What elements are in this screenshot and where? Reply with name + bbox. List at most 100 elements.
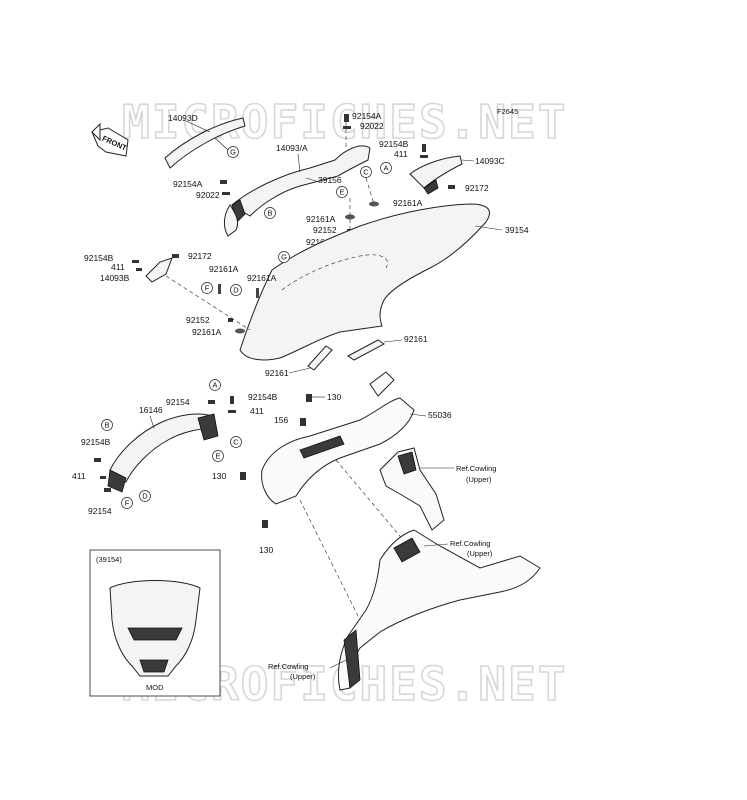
callout-a-1-text: A [383,164,388,173]
part-14093c [409,155,463,189]
label-92154b-lower: 92154B [81,437,111,447]
stay-55036 [261,397,415,505]
collar-92152-low [228,318,233,322]
bolt-92154a-top [344,114,349,122]
label-92172-left: 92172 [188,251,212,261]
strip-92161-right [347,339,385,361]
callout-b-1-text: B [267,209,272,218]
mount-14093a-left [223,204,239,237]
ref1-line2: (Upper) [466,475,492,484]
bracket-16146-mount-top [197,413,219,441]
bolt-92154b-lower [94,458,101,462]
callout-d-1 [230,284,242,296]
ref3-line2: (Upper) [290,672,316,681]
callout-c-1-text: C [363,168,369,177]
callout-d-1-text: D [233,286,239,295]
label-92161a-f: 92161A [209,264,239,274]
inset-footer: MOD [146,683,164,692]
cowling-bracket-ref1-shade [397,451,417,475]
callout-a-2-text: A [212,381,217,390]
callout-f-2-text: F [125,499,130,508]
callout-f-2 [121,497,133,509]
label-92172-right: 92172 [465,183,489,193]
label-92154-bracket: 92154 [166,397,190,407]
label-92161a-d: 92161A [247,273,277,283]
label-92152-low: 92152 [186,315,210,325]
label-14093a: 14093/A [276,143,308,153]
callout-e-2 [212,450,224,462]
washer-411-lower [100,476,106,479]
label-92152-mid: 92152 [313,225,337,235]
label-39156: 39156 [318,175,342,185]
callout-e-2-text: E [215,452,220,461]
bolt-156 [300,418,306,426]
part-14093c-shade [423,179,439,195]
callout-b-2 [101,419,113,431]
callout-a-2 [209,379,221,391]
figure-code: F2645 [497,107,518,116]
ref1-line1: Ref.Cowling [456,464,496,473]
callout-c-1 [360,166,372,178]
bracket-14093a [231,145,371,217]
grommet-92161a-low [235,328,245,334]
label-92154a-left: 92154A [173,179,203,189]
front-arrow-icon: FRONT [91,122,129,157]
stay-55036-detail [299,435,345,459]
label-130-a: 130 [327,392,341,402]
label-156: 156 [274,415,288,425]
screw-92172-right [448,185,455,189]
label-92161-low: 92161 [265,368,289,378]
ref2-line1: Ref.Cowling [450,539,490,548]
callout-c-2-text: C [233,438,239,447]
label-92154b-top: 92154B [379,139,409,149]
callout-b-2-text: B [104,421,109,430]
label-16146: 16146 [139,405,163,415]
label-55036: 55036 [428,410,452,420]
cowling-frame-ref2-shade2 [343,629,361,689]
strip-92161-low [307,345,333,371]
label-92022-left: 92022 [196,190,220,200]
callout-d-2 [139,490,151,502]
label-14093b: 14093B [100,273,130,283]
callout-g-1-text: G [230,148,236,157]
grommet-92161a-f [218,284,221,294]
bolt-130-c [262,520,268,528]
label-130-b: 130 [212,471,226,481]
label-92154b-left: 92154B [84,253,114,263]
label-92154b-bracket: 92154B [248,392,278,402]
bolt-92154-bracket [208,400,215,404]
washer-411-top [420,155,428,158]
callout-a-1 [380,162,392,174]
washer-411-bracket [228,410,236,413]
bracket-16146-mount-low [107,469,127,493]
cowling-frame-ref2-shade [393,537,421,563]
label-130-c: 130 [259,545,273,555]
washer-92022-left [222,192,230,195]
callout-g-2-text: G [281,253,287,262]
cowling-bracket-ref1 [379,447,445,531]
callout-f-1 [201,282,213,294]
grommet-92161a-mid [345,214,355,220]
bolt-92154b-top [422,144,426,152]
bolt-92154b-left [132,260,139,263]
label-411-bracket: 411 [250,406,264,416]
bolt-92154a-left [220,180,227,184]
grommet-92161a-d [256,288,259,298]
inset-title: (39154) [96,555,122,564]
label-92154-lower: 92154 [88,506,112,516]
part-14093b [145,257,173,283]
bolt-130-b [240,472,246,480]
ref3-line1: Ref.Cowling [268,662,308,671]
callout-c-2 [230,436,242,448]
callout-f-1-text: F [205,284,210,293]
callout-b-1 [264,207,276,219]
label-92161a-right: 92161A [393,198,423,208]
callout-e-1-text: E [339,188,344,197]
label-92154a-top: 92154A [352,111,382,121]
washer-411-left [136,268,142,271]
label-14093c: 14093C [475,156,505,166]
windshield-39154 [239,203,490,361]
callout-g-1 [227,146,239,158]
label-92161a-mid: 92161A [306,214,336,224]
strip-14093d [164,117,246,169]
